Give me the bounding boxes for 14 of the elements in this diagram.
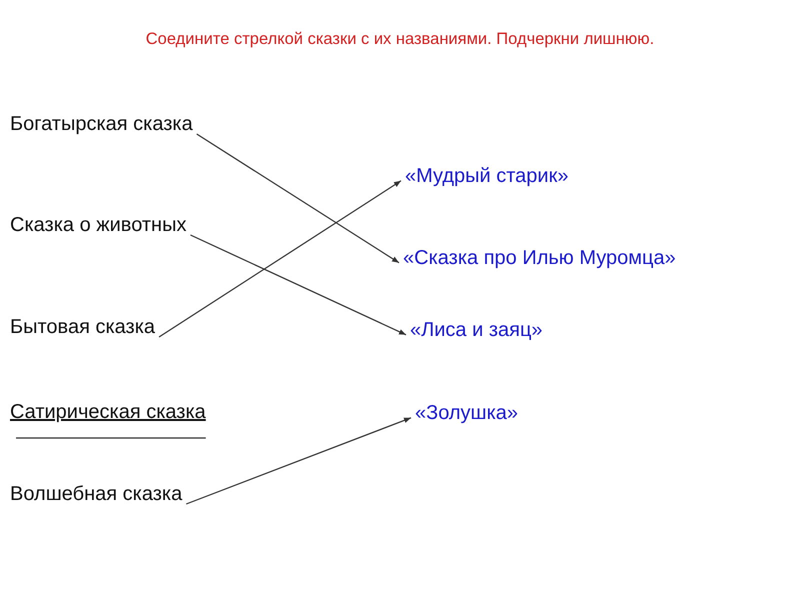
tale-genre: Сатирическая сказка — [10, 400, 206, 424]
tale-genre: Богатырская сказка — [10, 112, 193, 136]
arrow — [158, 180, 402, 338]
tale-title: «Мудрый старик» — [405, 164, 568, 188]
tale-title: «Сказка про Илью Муромца» — [403, 246, 676, 270]
arrow — [190, 234, 406, 336]
instruction-text: Соедините стрелкой сказки с их названиями. Подчеркни лишнюю. — [144, 30, 656, 49]
arrow — [196, 134, 400, 264]
tale-genre: Сказка о животных — [10, 213, 186, 237]
tale-genre: Волшебная сказка — [10, 482, 182, 506]
arrow — [186, 417, 412, 505]
tale-genre: Бытовая сказка — [10, 315, 156, 339]
tale-title: «Золушка» — [415, 401, 518, 425]
tale-title: «Лиса и заяц» — [410, 318, 543, 342]
